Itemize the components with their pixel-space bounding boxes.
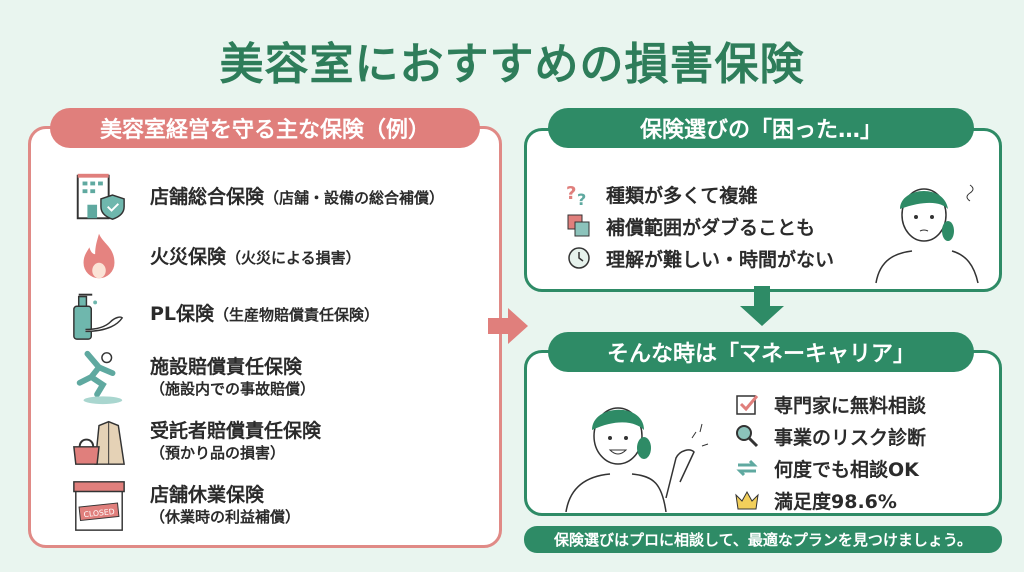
page-title: 美容室におすすめの損害保険 bbox=[219, 39, 805, 90]
solution-item: 何度でも相談OK bbox=[734, 452, 926, 484]
insurance-item: 受託者賠償責任保険（預かり品の損害） bbox=[70, 412, 321, 470]
problems-header: 保険選びの「困った…」 bbox=[548, 108, 974, 148]
svg-text:?: ? bbox=[566, 183, 576, 204]
solution-item: 満足度98.6% bbox=[734, 484, 926, 516]
problem-item: 理解が難しい・時間がない bbox=[566, 242, 834, 274]
fire-icon bbox=[83, 233, 115, 279]
footer-banner: 保険選びはプロに相談して、最適なプランを見つけましょう。 bbox=[524, 526, 1002, 553]
building-shield-icon bbox=[76, 173, 125, 220]
slipping-person-icon bbox=[76, 350, 123, 405]
closed-shop-icon: CLOSED bbox=[73, 481, 125, 531]
worried-woman-illustration bbox=[875, 184, 979, 284]
problem-item: ??種類が多くて複雑 bbox=[566, 183, 758, 207]
pump-bottle-hand-icon bbox=[73, 293, 124, 340]
insurance-list-header: 美容室経営を守る主な保険（例） bbox=[50, 108, 480, 148]
bag-coat-icon bbox=[73, 420, 125, 465]
question-marks-icon: ?? bbox=[566, 183, 586, 207]
checkbox-icon bbox=[736, 395, 759, 415]
svg-text:CLOSED: CLOSED bbox=[83, 507, 115, 519]
clock-icon bbox=[568, 247, 590, 269]
insurance-item: 店舗総合保険（店舗・設備の総合補償） bbox=[70, 168, 444, 226]
insurance-item: CLOSED 店舗休業保険（休業時の利益補償） bbox=[70, 476, 300, 534]
insurance-item: PL保険（生産物賠償責任保険） bbox=[70, 285, 379, 343]
solution-item: 事業のリスク診断 bbox=[734, 420, 926, 452]
problem-item: 補償範囲がダブることも bbox=[566, 210, 834, 242]
repeat-icon bbox=[736, 459, 758, 477]
solution-header: そんな時は「マネーキャリア」 bbox=[548, 332, 974, 372]
magnifier-icon bbox=[736, 425, 759, 448]
overlap-squares-icon bbox=[567, 214, 590, 237]
crown-icon bbox=[735, 490, 759, 510]
svg-text:?: ? bbox=[577, 190, 586, 207]
solution-list: 専門家に無料相談 事業のリスク診断 何度でも相談OK 満足度98.6% bbox=[734, 388, 926, 516]
insurance-item: 施設賠償責任保険（施設内での事故賠償） bbox=[70, 348, 315, 406]
problems-list: ??種類が多くて複雑 補償範囲がダブることも 理解が難しい・時間がない bbox=[566, 178, 834, 274]
insurance-item: 火災保険（火災による損害） bbox=[70, 228, 361, 286]
smiling-woman-illustration bbox=[565, 407, 709, 512]
down-arrow-icon bbox=[740, 286, 784, 326]
solution-item: 専門家に無料相談 bbox=[734, 388, 926, 420]
right-arrow-icon bbox=[488, 308, 528, 344]
